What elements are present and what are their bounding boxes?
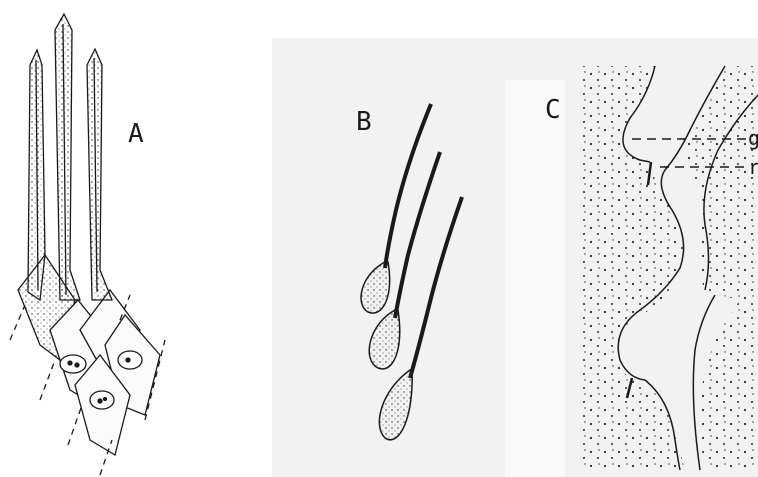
panel-bc-white-gap (505, 80, 565, 477)
nucleus-1 (60, 355, 86, 373)
panel-b-label: B (356, 107, 372, 137)
nucleolus-3 (126, 358, 130, 362)
boundary-dash-2 (40, 360, 55, 400)
nucleolus-2 (75, 363, 79, 367)
panel-a-label: A (128, 119, 144, 149)
panel-a-illustration (10, 14, 165, 475)
cilium-middle (55, 14, 80, 300)
annotation-g: g (748, 126, 758, 150)
annotation-r: r (748, 155, 758, 179)
boundary-dash-1 (10, 305, 25, 340)
boundary-dash-3 (68, 405, 82, 445)
panel-c-label: C (545, 95, 561, 125)
nucleolus-1 (68, 361, 72, 365)
cilium-right (87, 49, 112, 300)
nucleolus-5 (104, 398, 107, 401)
nucleolus-4 (98, 399, 102, 403)
